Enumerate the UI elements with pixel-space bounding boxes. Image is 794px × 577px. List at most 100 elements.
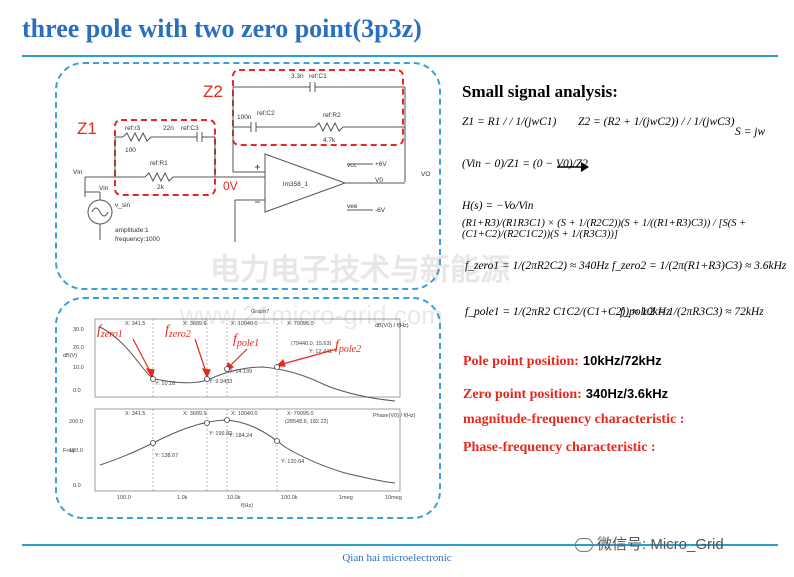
bode-plots: Graph7 dB(V) 30.0 20.0 10.0 0.0 dB(V0) /… xyxy=(63,309,416,509)
z1-label: Z1 xyxy=(77,119,97,138)
z2-label: Z2 xyxy=(203,82,223,101)
phase-tick-200: 200.0 xyxy=(69,419,83,425)
eq-hs-lhs: H(s) = −Vo/Vin xyxy=(462,200,534,212)
cursor-bottom-2: X: 3689.9 xyxy=(183,411,207,417)
c2-value: 100n xyxy=(237,114,252,121)
cursor-box-top: (79440.0, 15.63) xyxy=(291,341,332,347)
footer-text: Qian hai microelectronic xyxy=(342,552,452,564)
schematic-panel xyxy=(55,62,441,290)
z2-box xyxy=(232,69,404,146)
cursor-bottom-3: X: 10040.0 xyxy=(231,411,258,417)
pole-position-value: 10kHz/72kHz xyxy=(582,353,662,368)
wechat-icon xyxy=(575,538,593,553)
z1-box xyxy=(114,119,216,196)
pole-position-label: Pole point position: xyxy=(463,354,579,369)
mag-tick-20: 20.0 xyxy=(73,345,84,351)
r3-value: 100 xyxy=(125,147,136,154)
fpole1-label: fpole1 xyxy=(233,332,259,349)
footer-rule xyxy=(22,544,778,546)
eq-hs-rhs: (R1+R3)/(R1R3C1) × (S + 1/(R2C2))(S + 1/… xyxy=(462,218,747,240)
zero-volt-label: 0V xyxy=(223,179,238,193)
cursor-bottom-y2: Y: 199.82 xyxy=(209,431,232,437)
c3-value: 22n xyxy=(163,125,174,132)
analysis-heading: Small signal analysis: xyxy=(462,82,618,101)
wechat-text: 微信号: Micro_Grid xyxy=(597,536,724,553)
cursor-top-y2: Y: 9.9433 xyxy=(209,379,232,385)
arrow-icon xyxy=(557,162,589,172)
cursor-bottom-y3: Y: 184.24 xyxy=(229,433,252,439)
fzero1-label: fzero1 xyxy=(97,323,123,340)
pole-position: Pole point position: 10kHz/72kHz xyxy=(463,352,662,370)
eq-z2: Z2 = (R2 + 1/(jwC2)) / / 1/(jwC3) xyxy=(578,116,735,128)
x-tick-10k: 10.0k xyxy=(227,495,241,501)
cursor-top-4: X: 79095.0 xyxy=(287,321,314,327)
c1-value: 3.3n xyxy=(291,73,304,80)
zero-position-value: 340Hz/3.6kHz xyxy=(585,386,669,401)
magnitude-curve xyxy=(99,326,396,402)
r3-ref: ref:r3 xyxy=(125,125,141,132)
magnitude-characteristic: magnitude-frequency characteristic : xyxy=(463,412,685,427)
title-underline xyxy=(22,55,778,57)
wechat-id: 微信号: Micro_Grid xyxy=(575,533,724,554)
cursor-top-y3: Y: 14.199 xyxy=(229,369,252,375)
plus6v: +6V xyxy=(375,161,387,168)
eq-fpole2: f_pole2 = 1/(2πR3C3) ≈ 72kHz xyxy=(620,306,764,318)
watermark-cn: 电力电子技术与新能源 xyxy=(210,253,510,288)
magnitude-frame xyxy=(94,318,401,398)
bode-panel xyxy=(55,297,441,519)
phase-legend: Phase(V0) / f(Hz) xyxy=(373,413,416,419)
page-title: three pole with two zero point(3p3z) xyxy=(22,14,422,43)
phase-frame xyxy=(94,408,401,492)
source-type: v_sin xyxy=(115,202,131,209)
cursor-box-bottom: (28548.6, 182.22) xyxy=(285,419,329,425)
vin-node: Vin xyxy=(73,169,83,176)
cursor-bottom-4: X: 79095.0 xyxy=(287,411,314,417)
cursor-top-1: X: 341.5 xyxy=(125,321,146,327)
x-label: f(Hz) xyxy=(241,503,253,509)
cursor-bottom-1: X: 341.5 xyxy=(125,411,146,417)
mag-tick-10: 10.0 xyxy=(73,365,84,371)
vcc-pin: vcc xyxy=(347,162,358,169)
source-amplitude: amplitude:1 xyxy=(115,227,149,234)
cursor-top-y1: Y: 10.18 xyxy=(155,381,175,387)
phase-tick-0: 0.0 xyxy=(73,483,81,489)
cursor-top-3: X: 10040.0 xyxy=(231,321,258,327)
c2-ref: ref:C2 xyxy=(257,110,275,117)
eq-fzero1: f_zero1 = 1/(2πR2C2) ≈ 340Hz xyxy=(465,260,609,272)
zero-position: Zero point position: 340Hz/3.6kHz xyxy=(463,385,668,403)
eq-s: S = jw xyxy=(735,126,766,138)
phase-characteristic: Phase-frequency characteristic : xyxy=(463,440,656,455)
x-tick-1k: 1.0k xyxy=(177,495,188,501)
mag-ylabel: dB(V) xyxy=(63,353,77,359)
mag-tick-30: 30.0 xyxy=(73,327,84,333)
eq-z1: Z1 = R1 / / 1/(jwC1) xyxy=(462,116,557,128)
eq-fzero2: f_zero2 = 1/(2π(R1+R3)C3) ≈ 3.6kHz xyxy=(612,260,787,272)
source-name: Vin xyxy=(99,185,109,192)
vee-pin: vee xyxy=(347,203,358,210)
mag-legend: dB(V0) / f(Hz) xyxy=(375,323,409,329)
zero-position-label: Zero point position: xyxy=(463,387,582,402)
graph-title: Graph7 xyxy=(251,309,269,315)
r1-ref: ref:R1 xyxy=(150,160,168,167)
x-tick-100k: 100.0k xyxy=(281,495,298,501)
v0-node: V0 xyxy=(375,177,383,184)
r1-value: 2k xyxy=(157,184,165,191)
eq-node: (Vin − 0)/Z1 = (0 − V0)/Z2 xyxy=(462,158,588,170)
phase-tick-100: 100.0 xyxy=(69,448,83,454)
source-frequency: frequency:1000 xyxy=(115,236,160,243)
mag-tick-0: 0.0 xyxy=(73,388,81,394)
watermark-url: www.21micro-grid.com xyxy=(180,300,443,330)
cursor-bottom-y1: Y: 138.67 xyxy=(155,453,178,459)
r2-value: 4.7k xyxy=(323,137,336,144)
phase-ylabel: Freq xyxy=(63,448,74,454)
phase-curve xyxy=(99,419,396,484)
c3-ref: ref:C3 xyxy=(181,125,199,132)
x-tick-100: 100.0 xyxy=(117,495,131,501)
r2-ref: ref:R2 xyxy=(323,112,341,119)
cursor-bottom-y4: Y: 120.64 xyxy=(281,459,304,465)
fzero2-label: fzero2 xyxy=(165,323,191,340)
eq-fpole1: f_pole1 = 1/(2πR2 C1C2/(C1+C2)) ≈ 10kHz xyxy=(465,306,671,318)
schematic-diagram: Z2 Z1 0V xyxy=(73,69,430,243)
x-tick-1meg: 1meg xyxy=(339,495,353,501)
x-tick-10meg: 10meg xyxy=(385,495,402,501)
